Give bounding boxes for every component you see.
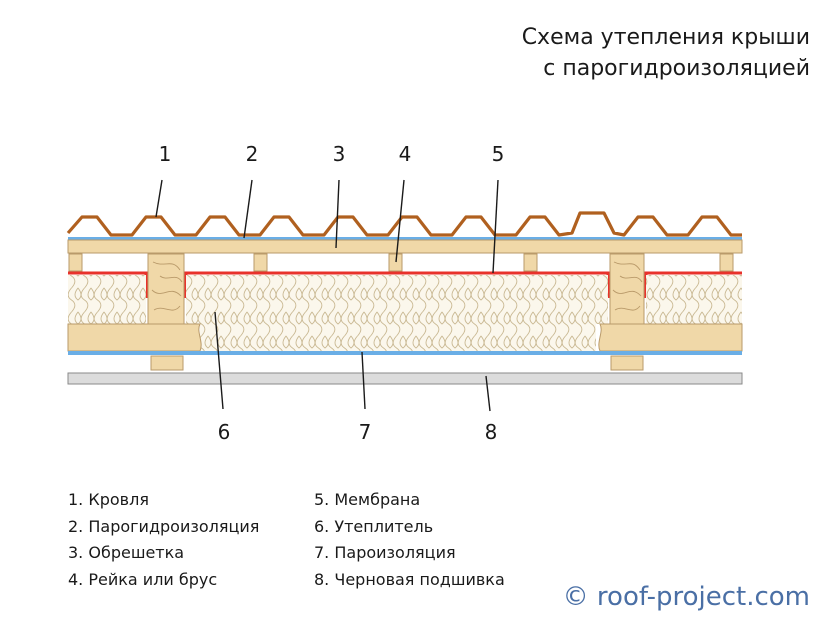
insulation-block xyxy=(68,275,146,324)
site-credit: © roof-project.com xyxy=(562,582,810,612)
legend-item: 2. Парогидроизоляция xyxy=(68,516,260,536)
leader-line-1 xyxy=(155,179,163,218)
diagram-title: Схема утепления крыши с парогидроизоляци… xyxy=(522,22,810,84)
leader-line-2 xyxy=(243,179,253,239)
legend-item: 5. Мембрана xyxy=(314,490,421,509)
title-line-1: Схема утепления крыши xyxy=(521,25,810,50)
counter-batten xyxy=(523,253,538,272)
leader-line-3 xyxy=(335,179,340,249)
roofing-sheet xyxy=(66,211,742,237)
insulation-block xyxy=(646,275,742,324)
legend-column-right: 5. Мембрана 6. Утеплитель 7. Пароизоляци… xyxy=(314,487,505,593)
counter-battens xyxy=(68,253,734,272)
rafter xyxy=(147,253,185,326)
batten-board xyxy=(67,239,743,254)
leader-line-5 xyxy=(492,179,499,274)
callout-6: 6 xyxy=(218,420,231,444)
legend-item: 1. Кровля xyxy=(68,490,149,509)
insulation-block xyxy=(200,324,596,351)
spacer-blocks xyxy=(150,355,644,371)
callout-7: 7 xyxy=(359,420,372,444)
vapor-waterproofing-layer xyxy=(68,237,742,240)
leader-lines xyxy=(155,179,499,412)
counter-batten xyxy=(253,253,268,272)
legend-item: 4. Рейка или брус xyxy=(68,569,218,589)
insulation-block xyxy=(186,275,608,324)
legend-column-left: 1. Кровля 2. Парогидроизоляция 3. Обреше… xyxy=(68,487,259,593)
lower-board-left xyxy=(67,323,202,352)
legend-item: 8. Черновая подшивка xyxy=(314,569,505,589)
rafters xyxy=(147,253,645,326)
legend-item: 7. Пароизоляция xyxy=(314,543,456,562)
lower-board-right xyxy=(598,323,743,352)
vapor-barrier-layer xyxy=(68,351,742,355)
spacer-block xyxy=(610,355,644,371)
callout-4: 4 xyxy=(399,142,412,166)
title-line-2: с парогидроизоляцией xyxy=(543,56,810,81)
leader-line-7 xyxy=(361,351,366,410)
callout-8: 8 xyxy=(485,420,498,444)
callout-5: 5 xyxy=(492,142,505,166)
legend-item: 3. Обрешетка xyxy=(68,543,185,562)
callout-1: 1 xyxy=(159,142,172,166)
rough-lining-board xyxy=(67,372,743,385)
leader-line-8 xyxy=(485,375,491,412)
callout-numbers: 1 2 3 4 5 6 7 8 xyxy=(159,142,505,444)
callout-3: 3 xyxy=(333,142,346,166)
insulation-blocks xyxy=(68,275,742,351)
spacer-block xyxy=(150,355,184,371)
leader-line-6 xyxy=(214,311,224,410)
counter-batten xyxy=(719,253,734,272)
leader-line-4 xyxy=(395,179,405,263)
rafter xyxy=(609,253,645,326)
counter-batten xyxy=(68,253,83,272)
callout-2: 2 xyxy=(246,142,259,166)
legend-item: 6. Утеплитель xyxy=(314,516,434,536)
counter-batten xyxy=(388,253,403,272)
